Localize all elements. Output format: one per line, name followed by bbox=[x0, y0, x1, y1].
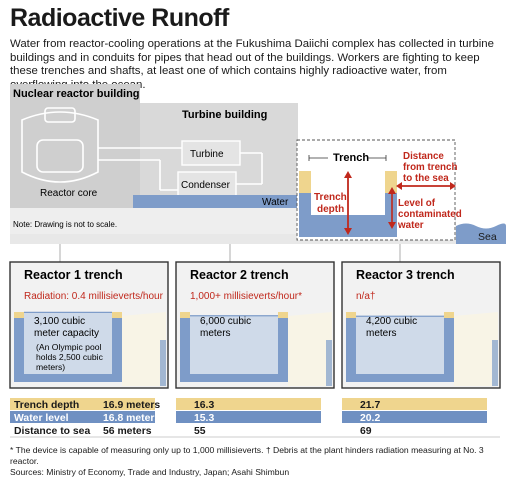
trench-wall-right bbox=[444, 312, 454, 382]
reactor-panel-2: Reactor 2 trench 1,000+ millisieverts/hou… bbox=[175, 261, 335, 389]
reactor-vessel-icon bbox=[21, 107, 182, 191]
table-cell: 21.7 bbox=[360, 400, 380, 411]
footnote: * The device is capable of measuring onl… bbox=[10, 445, 506, 478]
sea-shape bbox=[456, 223, 506, 244]
capacity-line-2: meter capacity bbox=[34, 328, 99, 339]
table-row-label: Distance to sea bbox=[14, 426, 90, 437]
trench-wall-right bbox=[112, 312, 122, 382]
turbine-label: Turbine bbox=[190, 149, 224, 160]
table-cell: 69 bbox=[360, 426, 372, 437]
table-row: Trench depth 16.9 meters 16.3 21.7 bbox=[10, 398, 487, 411]
radiation-reading: 1,000+ millisieverts/hour* bbox=[190, 291, 302, 302]
trench-wall-right bbox=[278, 312, 288, 382]
level-label-3: water bbox=[397, 220, 424, 231]
trench-water-fill bbox=[356, 316, 444, 374]
turbine-box bbox=[181, 140, 241, 166]
turbine-building-label: Turbine building bbox=[182, 109, 267, 121]
reactor-building-label: Nuclear reactor building bbox=[13, 88, 140, 100]
trench-wall-left bbox=[346, 312, 356, 382]
radiation-reading: n/a† bbox=[356, 291, 375, 302]
table-cell: 16.8 meters bbox=[103, 413, 160, 424]
trench-depth-label-1: Trench bbox=[314, 192, 347, 203]
table-cell: 16.3 bbox=[194, 400, 214, 411]
trench-water-fill bbox=[190, 315, 278, 374]
olympic-note-line-1: (An Olympic pool bbox=[36, 342, 102, 352]
condenser-box bbox=[177, 171, 237, 197]
page-title: Radioactive Runoff bbox=[10, 4, 229, 32]
capacity-line-1: 6,000 cubic bbox=[200, 316, 251, 327]
capacity-line-1: 4,200 cubic bbox=[366, 316, 417, 327]
footnote-note: * The device is capable of measuring onl… bbox=[10, 445, 484, 466]
capacity-line-2: meters bbox=[200, 328, 231, 339]
level-label-1: Level of bbox=[398, 198, 436, 209]
distance-label-2: from trench bbox=[403, 162, 457, 173]
distance-label-3: to the sea bbox=[403, 173, 449, 184]
table-cell: 15.3 bbox=[194, 413, 214, 424]
table-row: Water level 16.8 meters 15.3 20.2 bbox=[10, 411, 487, 424]
trench-floor bbox=[190, 374, 278, 382]
level-label-2: contaminated bbox=[398, 209, 462, 220]
intro-paragraph: Water from reactor-cooling operations at… bbox=[10, 38, 494, 91]
trench-depth-label-2: depth bbox=[317, 204, 344, 215]
trench-water-fill bbox=[24, 312, 112, 374]
trench-floor bbox=[356, 374, 444, 382]
water-label: Water bbox=[262, 197, 289, 208]
reactor-core-label: Reactor core bbox=[40, 188, 98, 199]
table-cell: 55 bbox=[194, 426, 206, 437]
footnote-sources: Sources: Ministry of Economy, Trade and … bbox=[10, 467, 290, 477]
sea-label: Sea bbox=[478, 231, 497, 243]
table-row-label: Water level bbox=[14, 413, 69, 424]
table-cell: 16.9 meters bbox=[103, 400, 160, 411]
trench-wall-left bbox=[14, 312, 24, 382]
reactor-panel-title: Reactor 1 trench bbox=[24, 268, 123, 282]
table-row: Distance to sea 56 meters 55 69 bbox=[10, 424, 487, 437]
table-cell: 56 meters bbox=[103, 426, 152, 437]
capacity-line-2: meters bbox=[366, 328, 397, 339]
water-channel bbox=[133, 195, 297, 208]
reactor-panel-title: Reactor 2 trench bbox=[190, 268, 289, 282]
trench-floor bbox=[24, 374, 112, 382]
trench-wall-left bbox=[180, 312, 190, 382]
condenser-label: Condenser bbox=[181, 180, 231, 191]
radiation-reading: Radiation: 0.4 millisieverts/hour bbox=[24, 291, 164, 302]
table-cell: 20.2 bbox=[360, 413, 380, 424]
scale-note: Note: Drawing is not to scale. bbox=[13, 220, 117, 229]
table-row-label: Trench depth bbox=[14, 400, 79, 411]
reactor-panel-title: Reactor 3 trench bbox=[356, 268, 455, 282]
trench-label: Trench bbox=[333, 152, 369, 164]
olympic-note-line-2: holds 2,500 cubic bbox=[36, 352, 104, 362]
olympic-note-line-3: meters) bbox=[36, 362, 65, 372]
capacity-line-1: 3,100 cubic bbox=[34, 316, 85, 327]
distance-label-1: Distance bbox=[403, 151, 444, 162]
